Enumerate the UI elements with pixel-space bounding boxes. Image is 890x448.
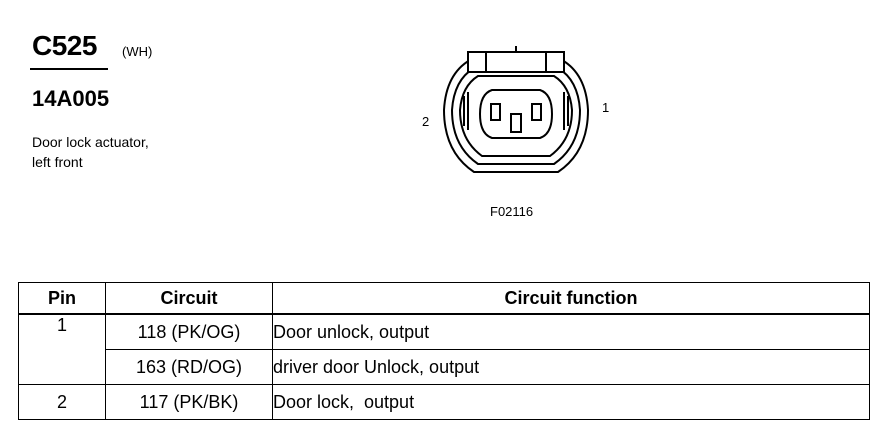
circuit-function-cell: driver door Unlock, output: [272, 349, 870, 385]
circuit-cell: 118 (PK/OG): [105, 313, 273, 350]
table-header-row: Pin Circuit Circuit function: [18, 282, 870, 315]
description-line: Door lock actuator,: [32, 134, 149, 150]
title-underline: [30, 68, 108, 70]
connector-id: C525: [32, 30, 97, 61]
pin-1-label: 1: [602, 100, 610, 115]
table-row: 1 118 (PK/OG) Door unlock, output: [18, 313, 870, 385]
circuit-cell: 163 (RD/OG): [105, 349, 273, 385]
circuit-function-cell: Door lock, output: [272, 384, 870, 420]
column-header-pin: Pin: [18, 282, 106, 315]
figure-code: F02116: [490, 204, 534, 219]
pin-2-label: 2: [422, 114, 430, 129]
pin-cell: 2: [18, 384, 106, 420]
table-row: 2 117 (PK/BK) Door lock, output: [18, 384, 870, 420]
column-header-circuit-function: Circuit function: [272, 282, 870, 315]
part-number: 14A005: [32, 86, 110, 111]
table-row: 163 (RD/OG) driver door Unlock, output: [19, 349, 870, 385]
pin-cell: 1: [18, 313, 106, 385]
connector-color-code: (WH): [122, 44, 153, 59]
circuit-function-cell: Door unlock, output: [272, 313, 870, 350]
circuit-cell: 117 (PK/BK): [105, 384, 273, 420]
connector-face-diagram: [442, 46, 590, 173]
connector-description: Door lock actuator, left front: [32, 132, 149, 172]
description-line: left front: [32, 154, 83, 170]
pinout-table: Pin Circuit Circuit function 1 118 (PK/O…: [18, 282, 870, 420]
column-header-circuit: Circuit: [105, 282, 273, 315]
